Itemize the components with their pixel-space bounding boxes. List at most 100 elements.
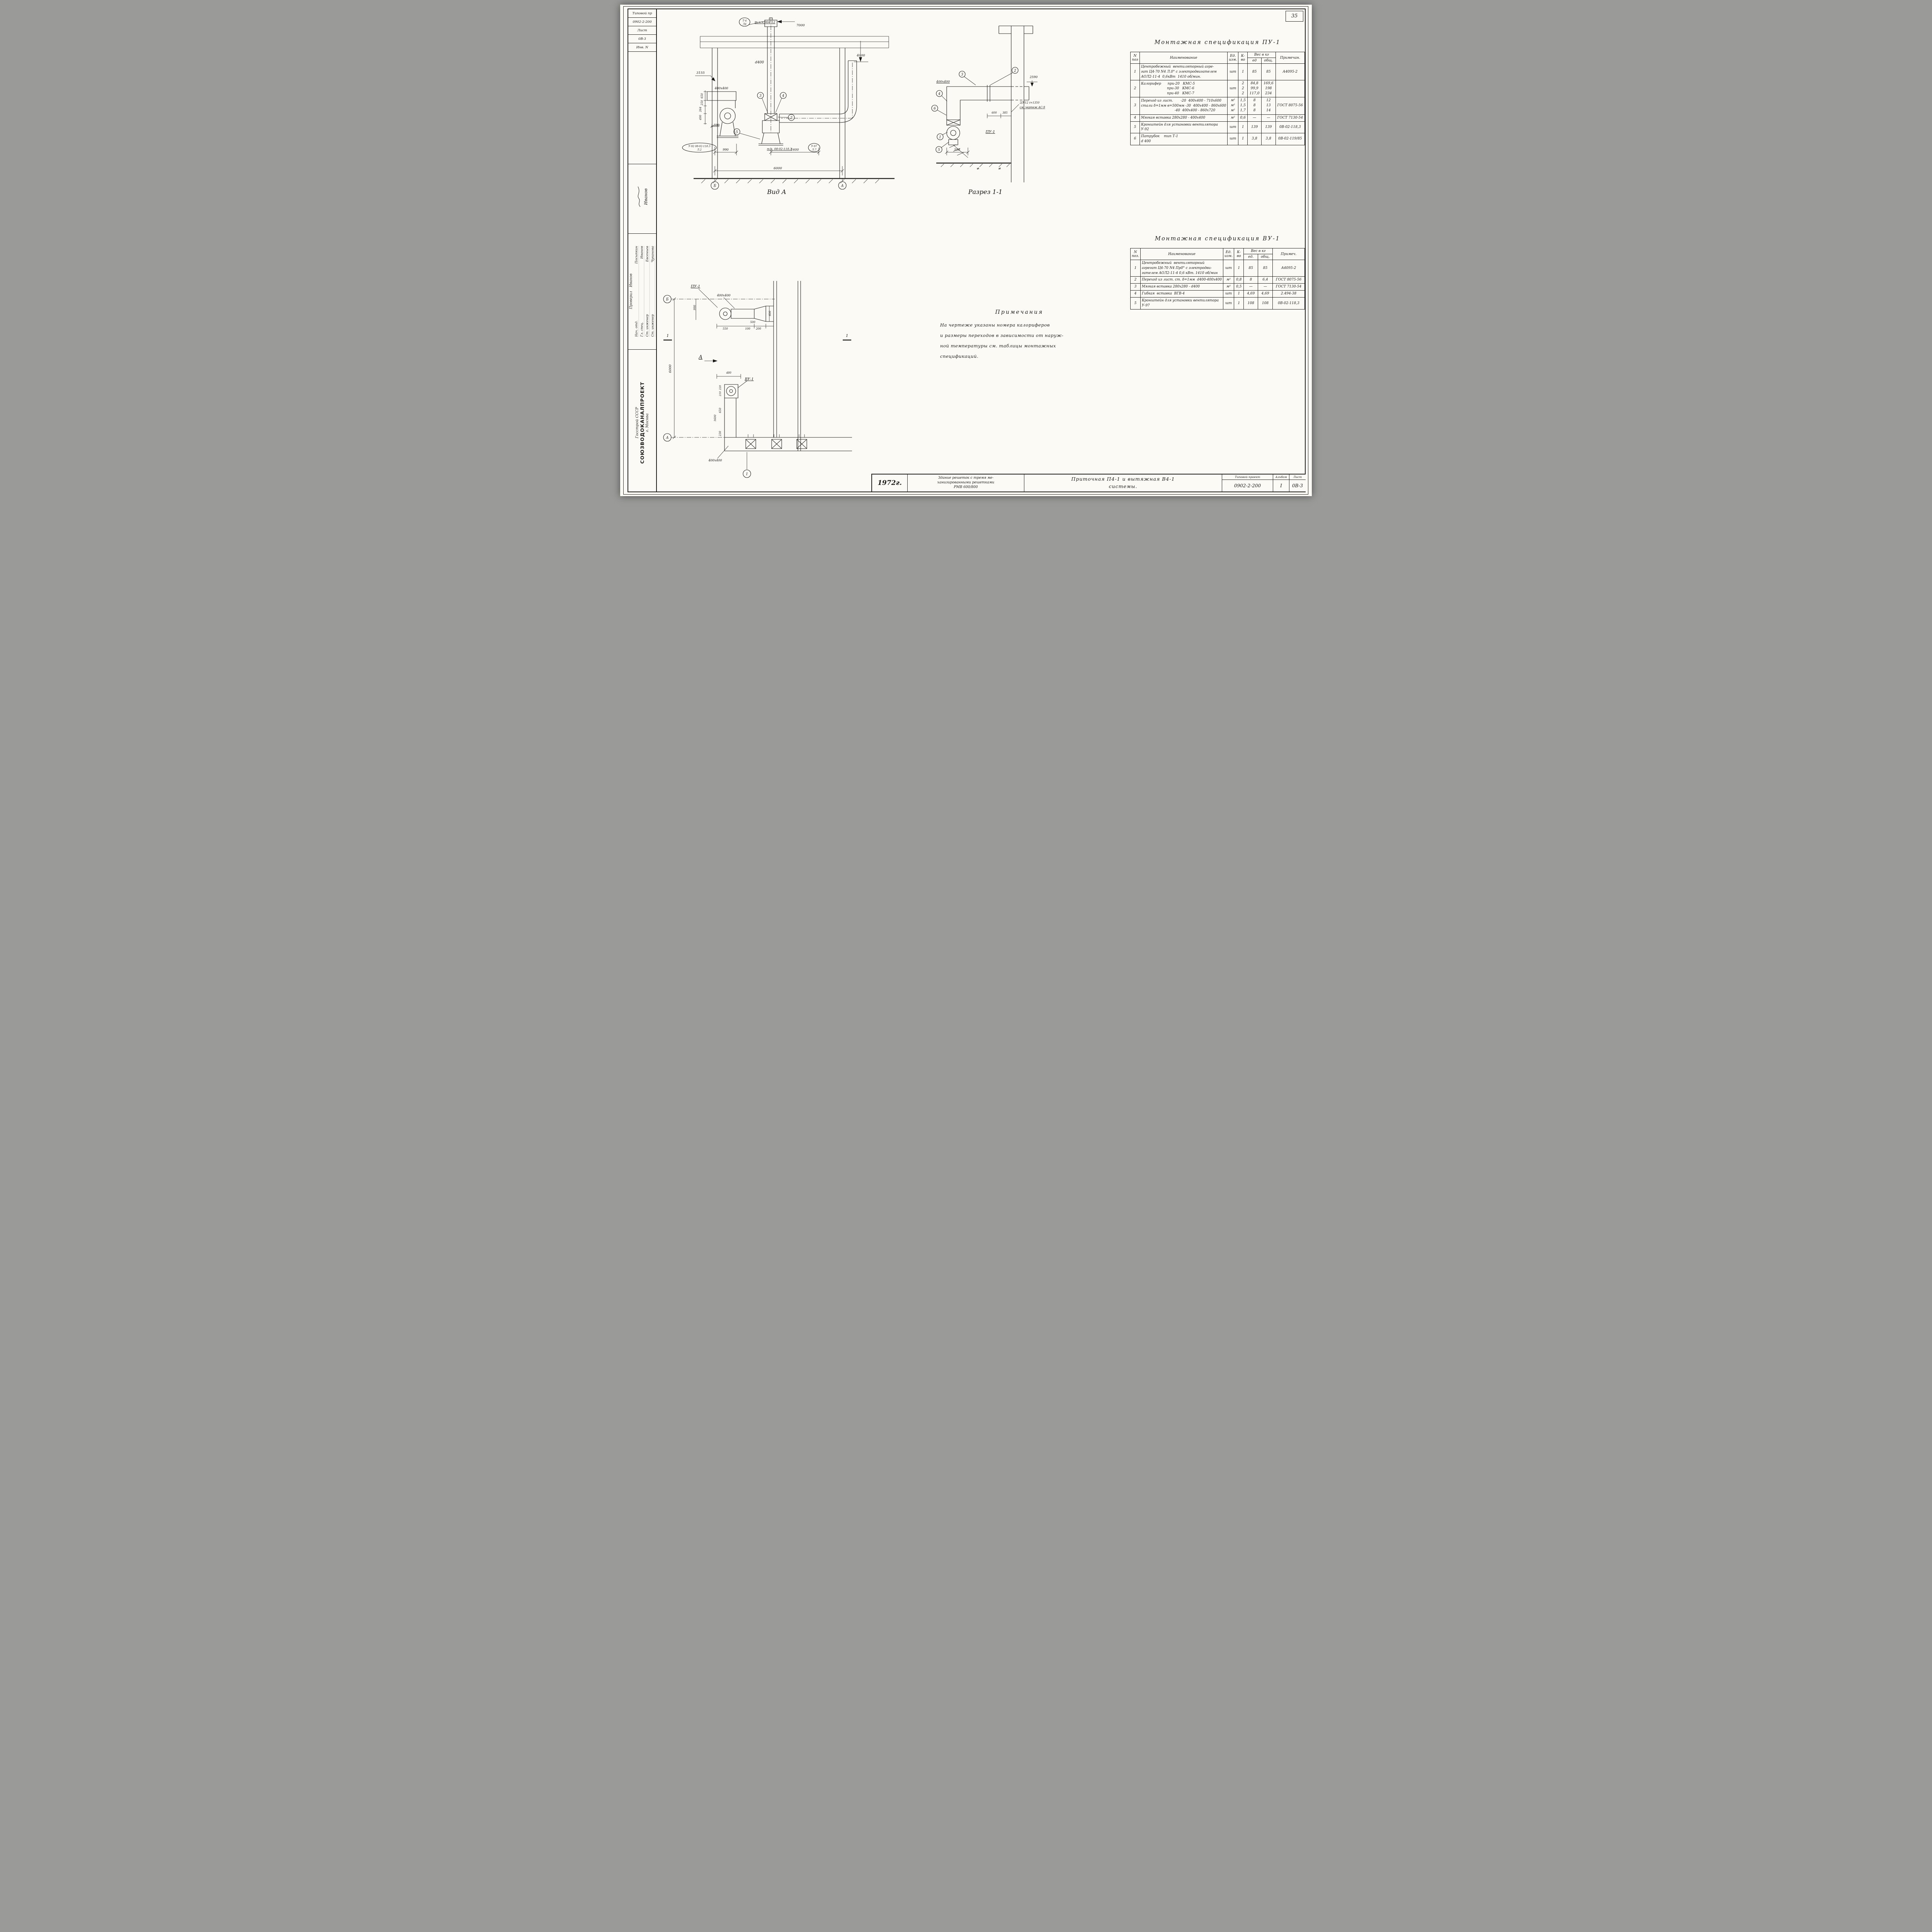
spec-cell: шт bbox=[1223, 259, 1235, 277]
reference-text: У-97 bbox=[811, 145, 817, 148]
dim-label: 400х400 bbox=[714, 87, 728, 90]
dim-label: т.ч. 08-02-118.3 bbox=[767, 147, 792, 151]
spec-cell: 0В-02-119/85 bbox=[1275, 133, 1305, 145]
dim-label: 264 bbox=[699, 107, 702, 112]
dim-label: 1600 bbox=[714, 415, 717, 422]
dim-label: 400х400 bbox=[708, 459, 722, 462]
callout-number: 4 bbox=[782, 94, 784, 98]
spec-cell: — bbox=[1247, 114, 1262, 122]
reference-text: Л.2 bbox=[697, 148, 702, 151]
stamp-row-project-label: Типовой пр bbox=[628, 9, 656, 18]
stamp-drawn-by: Иванов bbox=[628, 168, 656, 226]
callout-number: А bbox=[666, 436, 669, 440]
stamp-top-rows: Типовой пр 0902-2-200 Лист 0В-3 Инв. N bbox=[628, 9, 656, 52]
callout-3: 3 bbox=[959, 71, 966, 78]
spec-cell: 85 bbox=[1243, 259, 1258, 277]
dim-label: 490 bbox=[699, 115, 702, 121]
dim-label: 210 bbox=[719, 391, 722, 396]
spec-cell: — bbox=[1257, 283, 1273, 291]
col-unit: Ед.изм. bbox=[1223, 248, 1235, 260]
spec-cell: Гибкая вставка ВГВ-4 bbox=[1140, 290, 1223, 298]
dim-label: т.ч.ч.904-12 bbox=[755, 20, 775, 24]
spec-cell: Калорифер при-20 КМС-5 при-30 КМС-6 при-… bbox=[1139, 80, 1228, 98]
role-title: Ст. инженер bbox=[651, 314, 655, 337]
notes-title: Примечания bbox=[995, 309, 1044, 315]
dim-label: 230 bbox=[719, 431, 722, 437]
dim-label: 220 bbox=[719, 385, 722, 390]
drawing-title-line-1: Приточная П4-1 и вытяжная В4-1 bbox=[1071, 476, 1175, 482]
notes-line: и размеры переходов в зависимости от нар… bbox=[940, 333, 1064, 338]
reference-text: Т-4 bbox=[743, 19, 747, 22]
stamp-row-inventory-label: Инв. N bbox=[628, 43, 656, 52]
spec-cell: 8 bbox=[1243, 276, 1258, 284]
role-title: Ст. инженер bbox=[645, 314, 649, 337]
dim-label: 1600 bbox=[791, 148, 799, 151]
callout-number: Б bbox=[666, 298, 669, 301]
callout-5: 5 bbox=[733, 128, 740, 135]
callout-3: 3 bbox=[757, 92, 764, 99]
spec-cell: А4095-2 bbox=[1275, 63, 1305, 81]
spec-title-pu1: Монтажная спецификация ПУ-1 bbox=[1154, 39, 1281, 46]
org-institute-name: СОЮЗВОДОКАНАЛПРОЕКТ bbox=[639, 381, 645, 464]
role-name: Посыпкин bbox=[634, 246, 639, 264]
title-block-drawing-title: Приточная П4-1 и вытяжная В4-1 системы. bbox=[1024, 474, 1222, 492]
callout-number: А bbox=[841, 184, 844, 188]
dim-label: 6000 bbox=[774, 167, 782, 170]
col-weight: Вес в кг bbox=[1243, 248, 1273, 254]
dim-label: 480 bbox=[726, 371, 731, 374]
dim-label: 2[N12 ℓ=1350 bbox=[1019, 101, 1040, 104]
callout-А: А bbox=[663, 433, 672, 442]
spec-cell: 3 bbox=[1130, 97, 1140, 115]
col-name: Наименование bbox=[1139, 52, 1228, 64]
dim-label: 250 bbox=[701, 100, 704, 106]
spec-cell: 85 bbox=[1261, 63, 1276, 81]
role-name: Иванов bbox=[640, 246, 644, 259]
callout-number: 1 bbox=[746, 472, 748, 476]
stamp-divider bbox=[628, 233, 656, 234]
spec-cell: ГОСТ 7130-54 bbox=[1272, 283, 1305, 291]
spec-cell: — bbox=[1261, 114, 1276, 122]
reference-text: Л.7 bbox=[811, 148, 816, 151]
spec-cell: шт bbox=[1227, 133, 1239, 145]
spec-cell: 1 bbox=[1130, 63, 1140, 81]
album-number: I bbox=[1280, 483, 1282, 488]
notes-block: Примечания На чертеже указаны номера кал… bbox=[940, 309, 1099, 364]
notes-line: спецификаций. bbox=[940, 354, 979, 359]
sheet-number-box: 35 bbox=[1286, 11, 1303, 22]
spec-cell: 1 bbox=[1130, 259, 1141, 277]
callout-number: 2 bbox=[790, 116, 793, 120]
reference-text: У-92 08-02-118.3 bbox=[689, 145, 711, 148]
spec-cell: 5 bbox=[1130, 121, 1140, 134]
spec-cell: 108 bbox=[1243, 297, 1258, 310]
spec-cell: Переход из лист. ст. δ=1мм d400-400х400 bbox=[1140, 276, 1223, 284]
spec-title-vu1: Монтажная спецификация ВУ-1 bbox=[1155, 236, 1281, 242]
spec-cell: 4 bbox=[1130, 114, 1140, 122]
role-name: Чуканова bbox=[651, 246, 655, 262]
dim-label: 1 bbox=[667, 334, 669, 338]
dim-label: 2590 bbox=[1029, 75, 1037, 79]
role-line: Нач. отд.Посыпкин bbox=[634, 246, 639, 337]
checked-name: Иванов bbox=[629, 274, 633, 287]
dim-label: 1.500 bbox=[711, 123, 719, 127]
spec-cell: 1 bbox=[1238, 63, 1248, 81]
col-unit: Ед.изм. bbox=[1227, 52, 1239, 64]
role-line: Ст. инженер Чуканова bbox=[651, 246, 655, 337]
callout-4: 4 bbox=[780, 92, 787, 99]
spec-cell: 1 bbox=[1238, 121, 1248, 134]
col-name: Наименование bbox=[1140, 248, 1223, 260]
